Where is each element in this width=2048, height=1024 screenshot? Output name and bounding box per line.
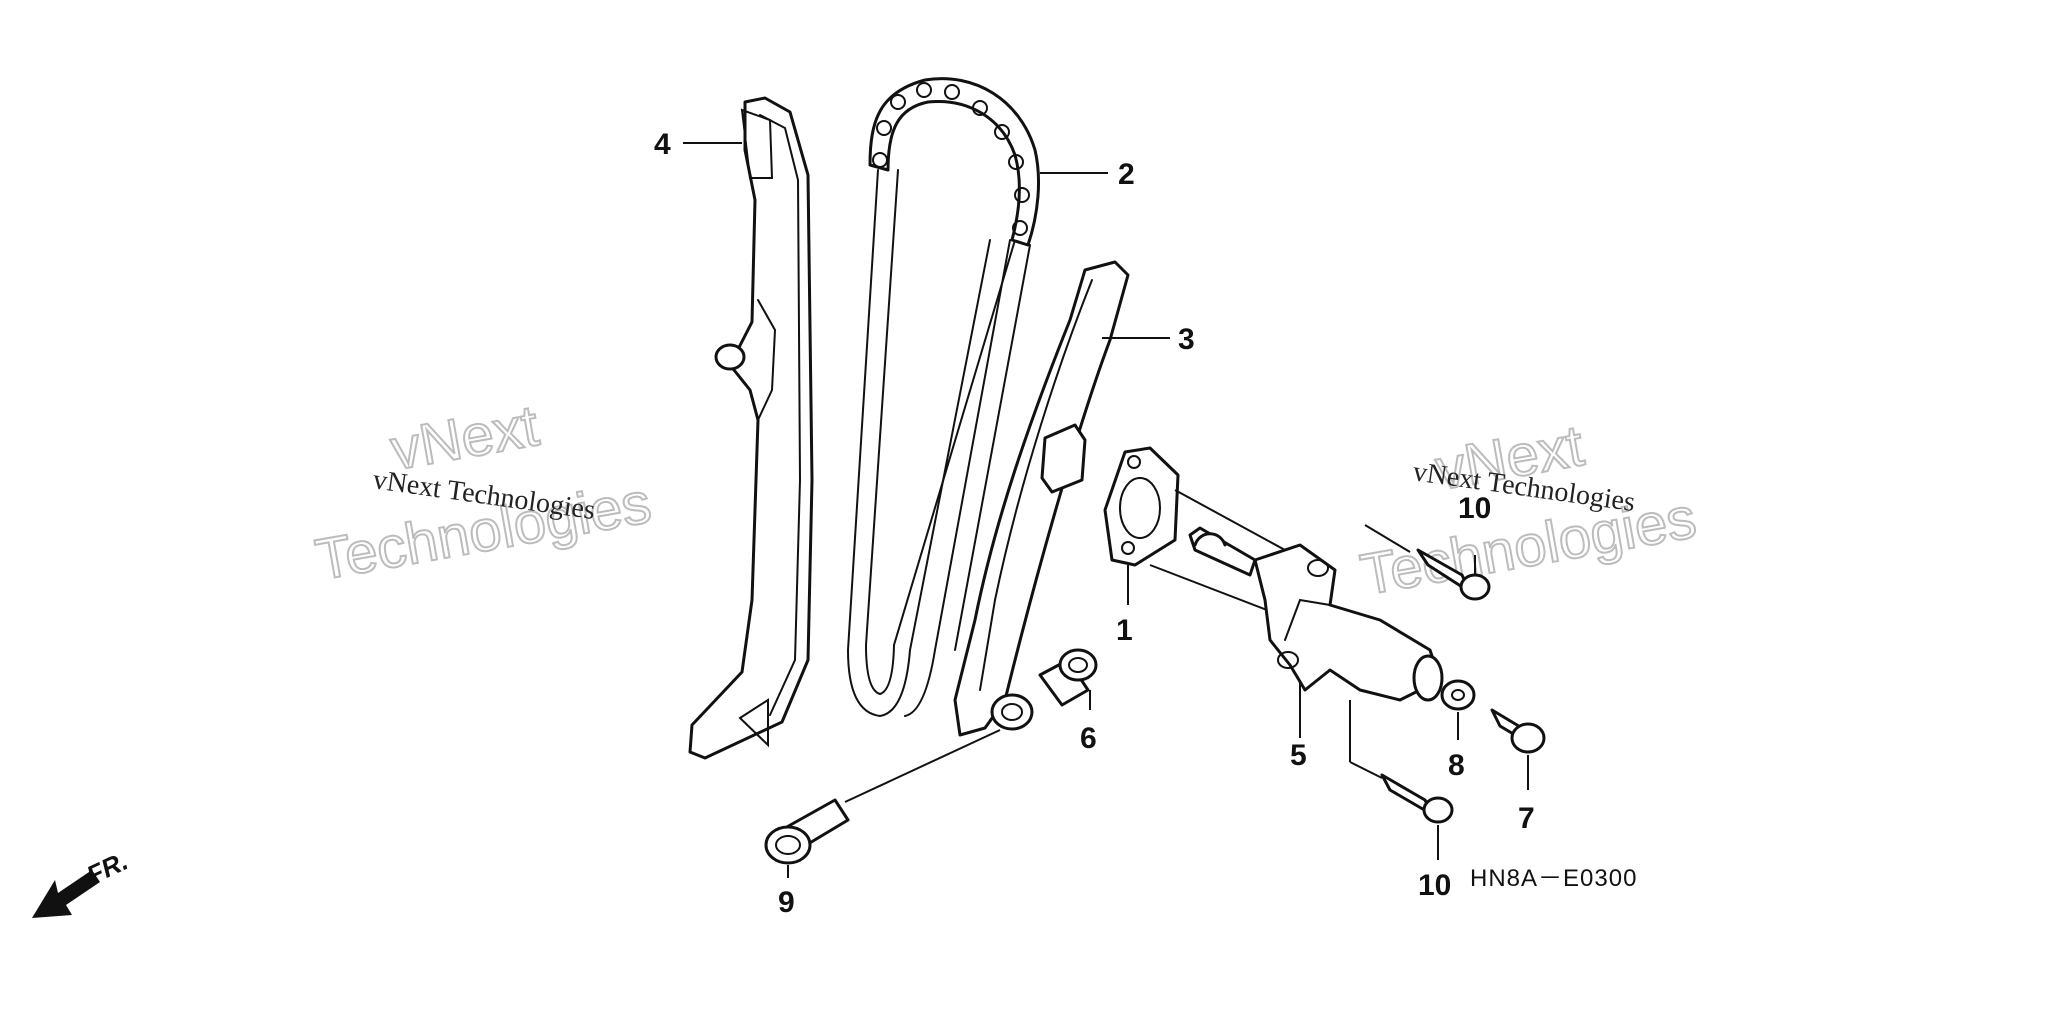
callout-10-upper: 10 (1458, 492, 1491, 525)
front-direction-indicator: FR. (32, 846, 133, 918)
tensioner-lifter-part-5 (1188, 526, 1444, 728)
arrow-down-left-icon (32, 870, 100, 918)
diagram-code-label: HN8A－E0300 (1470, 865, 1637, 892)
callout-9: 9 (778, 886, 795, 919)
callout-4: 4 (654, 128, 671, 161)
callout-10-lower: 10 (1418, 869, 1451, 902)
bolt-part-10-upper (1364, 524, 1491, 601)
bolt-part-10-lower (1349, 700, 1454, 824)
tensioner-arm-part-3 (953, 260, 1130, 737)
bolt-part-7 (1490, 708, 1546, 754)
watermark-left: vNext Technologies vNext Technologies (310, 392, 657, 594)
guide-pivot-boss (714, 343, 746, 371)
washer-part-8 (1440, 679, 1476, 711)
cam-chain-part-2 (846, 77, 1040, 718)
pivot-bolt-part-9 (764, 729, 1001, 865)
callout-1: 1 (1116, 614, 1133, 647)
callout-6: 6 (1080, 722, 1097, 755)
callout-7: 7 (1518, 802, 1535, 835)
callout-3: 3 (1178, 323, 1195, 356)
slipper-pad (1040, 423, 1087, 494)
callout-5: 5 (1290, 739, 1307, 772)
watermark-right: vNext Technologies vNext Technologies (1355, 412, 1702, 609)
pivot-collar-part-6 (1038, 648, 1098, 707)
callout-8: 8 (1448, 749, 1465, 782)
callout-leaders (683, 142, 1529, 878)
callout-2: 2 (1118, 158, 1135, 191)
chain-links (872, 82, 1030, 236)
gasket-part-1 (1103, 446, 1286, 616)
callouts: 4 2 3 1 6 5 8 7 9 10 10 (654, 128, 1535, 919)
chain-guide-part-4 (688, 96, 814, 760)
arm-pivot-boss (990, 693, 1034, 731)
